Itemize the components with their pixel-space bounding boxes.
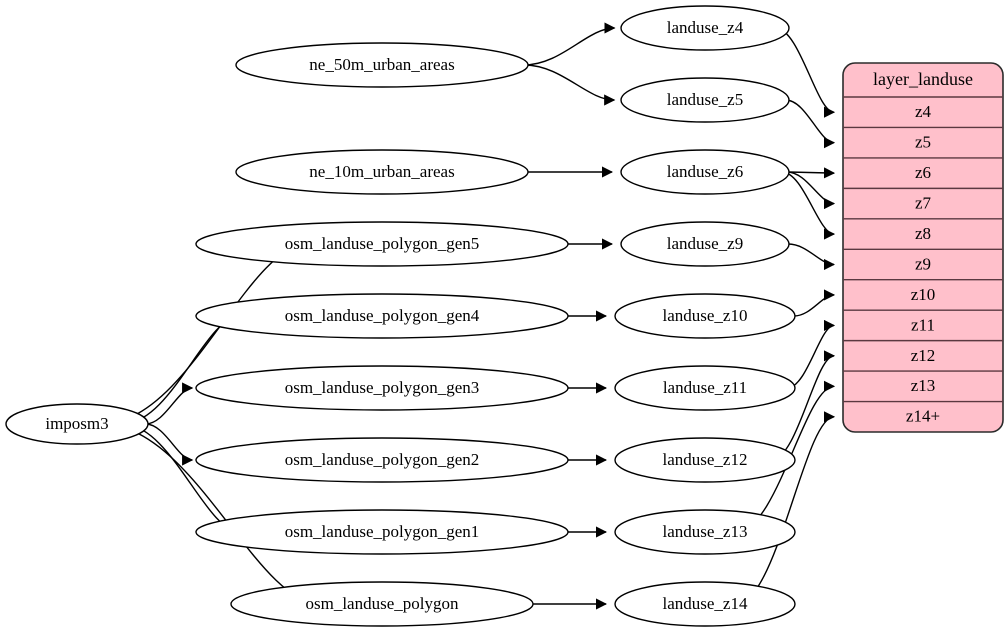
node-landuse_z5[interactable]: landuse_z5 [620, 77, 790, 123]
landuse-node-ellipse [620, 5, 790, 51]
node-label: ne_10m_urban_areas [309, 162, 454, 181]
landuse-node-ellipse [614, 437, 796, 483]
landuse-node-ellipse [614, 509, 796, 555]
edge-ne_50m_urban_areas-to-landuse_z4 [523, 22, 616, 66]
node-label: landuse_z9 [667, 234, 743, 253]
node-label: ne_50m_urban_areas [309, 55, 454, 74]
node-landuse_z9[interactable]: landuse_z9 [620, 221, 790, 267]
source-node-ellipse [235, 149, 529, 195]
table-row-z9[interactable]: z9 [843, 249, 1003, 279]
table-row-z5[interactable]: z5 [843, 127, 1003, 157]
node-label: landuse_z14 [663, 594, 748, 613]
source-node-ellipse [195, 293, 569, 339]
node-label: landuse_z11 [663, 378, 747, 397]
source-node-ellipse [230, 581, 534, 627]
table-row-label: z5 [915, 133, 931, 152]
node-label: osm_landuse_polygon_gen2 [285, 450, 480, 469]
table-row-label: z10 [911, 285, 936, 304]
landuse-node-ellipse [614, 293, 796, 339]
source-node-ellipse [5, 403, 149, 445]
node-label: landuse_z6 [667, 162, 743, 181]
edge-landuse_z6-to-z8 [781, 171, 836, 240]
table-row-label: z4 [915, 102, 932, 121]
table-row-label: z12 [911, 346, 936, 365]
nodes-layer: imposm3 ne_50m_urban_areas ne_10m_urban_ar… [5, 5, 796, 627]
table-row-z4[interactable]: z4 [843, 97, 1003, 127]
node-landuse_z4[interactable]: landuse_z4 [620, 5, 790, 51]
node-osm_landuse_polygon_gen5[interactable]: osm_landuse_polygon_gen5 [195, 221, 569, 267]
node-label: imposm3 [45, 414, 108, 433]
node-landuse_z12[interactable]: landuse_z12 [614, 437, 796, 483]
node-label: landuse_z12 [663, 450, 748, 469]
node-osm_landuse_polygon_gen4[interactable]: osm_landuse_polygon_gen4 [195, 293, 569, 339]
edge-imposm3-to-osm_landuse_polygon_gen2 [145, 423, 194, 466]
edge-landuse_z6-to-z6 [788, 167, 836, 179]
table-row-z14+[interactable]: z14+ [843, 402, 1003, 432]
node-label: osm_landuse_polygon_gen3 [285, 378, 480, 397]
table-row-z13[interactable]: z13 [843, 371, 1003, 401]
table-row-z8[interactable]: z8 [843, 219, 1003, 249]
node-landuse_z13[interactable]: landuse_z13 [614, 509, 796, 555]
source-node-ellipse [195, 509, 569, 555]
table-row-z10[interactable]: z10 [843, 280, 1003, 310]
node-osm_landuse_polygon_gen2[interactable]: osm_landuse_polygon_gen2 [195, 437, 569, 483]
node-label: landuse_z5 [667, 90, 743, 109]
edge-imposm3-to-osm_landuse_polygon_gen4 [122, 310, 242, 425]
table-row-z11[interactable]: z11 [843, 310, 1003, 340]
node-osm_landuse_polygon_gen1[interactable]: osm_landuse_polygon_gen1 [195, 509, 569, 555]
node-landuse_z10[interactable]: landuse_z10 [614, 293, 796, 339]
table-row-z6[interactable]: z6 [843, 158, 1003, 188]
source-node-ellipse [235, 42, 529, 88]
table-row-z7[interactable]: z7 [843, 188, 1003, 218]
table-row-label: z11 [911, 315, 935, 334]
node-ne_50m_urban_areas[interactable]: ne_50m_urban_areas [235, 42, 529, 88]
node-label: osm_landuse_polygon_gen5 [285, 234, 480, 253]
edge-landuse_z11-to-z11 [787, 319, 836, 389]
edge-landuse_z10-to-z10 [794, 289, 836, 317]
node-landuse_z14[interactable]: landuse_z14 [614, 581, 796, 627]
node-landuse_z6[interactable]: landuse_z6 [620, 149, 790, 195]
node-label: osm_landuse_polygon_gen1 [285, 522, 480, 541]
source-node-ellipse [195, 221, 569, 267]
landuse-node-ellipse [614, 365, 796, 411]
node-landuse_z11[interactable]: landuse_z11 [614, 365, 796, 411]
node-osm_landuse_polygon[interactable]: osm_landuse_polygon [230, 581, 534, 627]
source-node-ellipse [195, 365, 569, 411]
edge-landuse_z6-to-z7 [787, 171, 836, 210]
table-row-label: z9 [915, 254, 931, 273]
table-row-label: z6 [915, 163, 931, 182]
table-row-label: z8 [915, 224, 931, 243]
edge-ne_50m_urban_areas-to-landuse_z5 [524, 64, 616, 106]
node-imposm3[interactable]: imposm3 [5, 403, 149, 445]
record-table-layer-landuse[interactable]: layer_landuse z4 z5 z6 z7 z8 z9 z10 z11 z12 z13 z14… [842, 62, 1004, 433]
node-label: osm_landuse_polygon_gen4 [285, 306, 480, 325]
landuse-node-ellipse [620, 77, 790, 123]
table-body [842, 62, 1004, 433]
edge-imposm3-to-osm_landuse_polygon_gen3 [145, 382, 194, 425]
node-label: landuse_z13 [663, 522, 748, 541]
table-row-z12[interactable]: z12 [843, 341, 1003, 371]
table-row-label: z14+ [906, 407, 940, 426]
edge-landuse_z5-to-z5 [785, 99, 836, 149]
node-label: landuse_z10 [663, 306, 748, 325]
table-header-label: layer_landuse [873, 69, 973, 89]
table-row-label: z7 [915, 193, 932, 212]
edge-landuse_z9-to-z9 [788, 243, 836, 271]
table-row-label: z13 [911, 376, 936, 395]
landuse-node-ellipse [620, 149, 790, 195]
node-label: osm_landuse_polygon [306, 594, 459, 613]
landuse-node-ellipse [620, 221, 790, 267]
node-label: landuse_z4 [667, 18, 744, 37]
edge-landuse_z12-to-z12 [771, 350, 836, 461]
table-layer: layer_landuse z4 z5 z6 z7 z8 z9 z10 z11 z12 z13 z14… [842, 62, 1004, 433]
node-osm_landuse_polygon_gen3[interactable]: osm_landuse_polygon_gen3 [195, 365, 569, 411]
node-ne_10m_urban_areas[interactable]: ne_10m_urban_areas [235, 149, 529, 195]
source-node-ellipse [195, 437, 569, 483]
landuse-node-ellipse [614, 581, 796, 627]
